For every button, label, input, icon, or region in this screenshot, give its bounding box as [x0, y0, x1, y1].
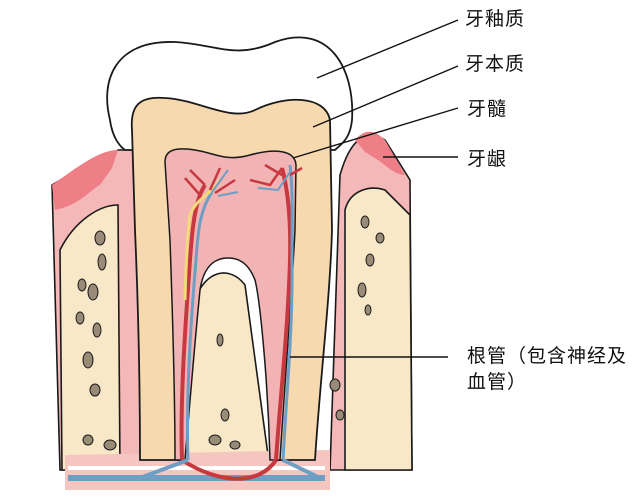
leader-lines [290, 19, 459, 358]
label-root-canal: 根管（包含神经及血管） [467, 345, 628, 393]
pulp [164, 148, 297, 461]
label-pulp: 牙髓 [467, 98, 508, 120]
jaw-bone [51, 131, 413, 490]
label-enamel: 牙釉质 [465, 8, 526, 30]
label-dentin: 牙本质 [465, 53, 526, 75]
label-gum: 牙龈 [467, 148, 508, 170]
blood-vessels-and-nerves [139, 163, 321, 481]
